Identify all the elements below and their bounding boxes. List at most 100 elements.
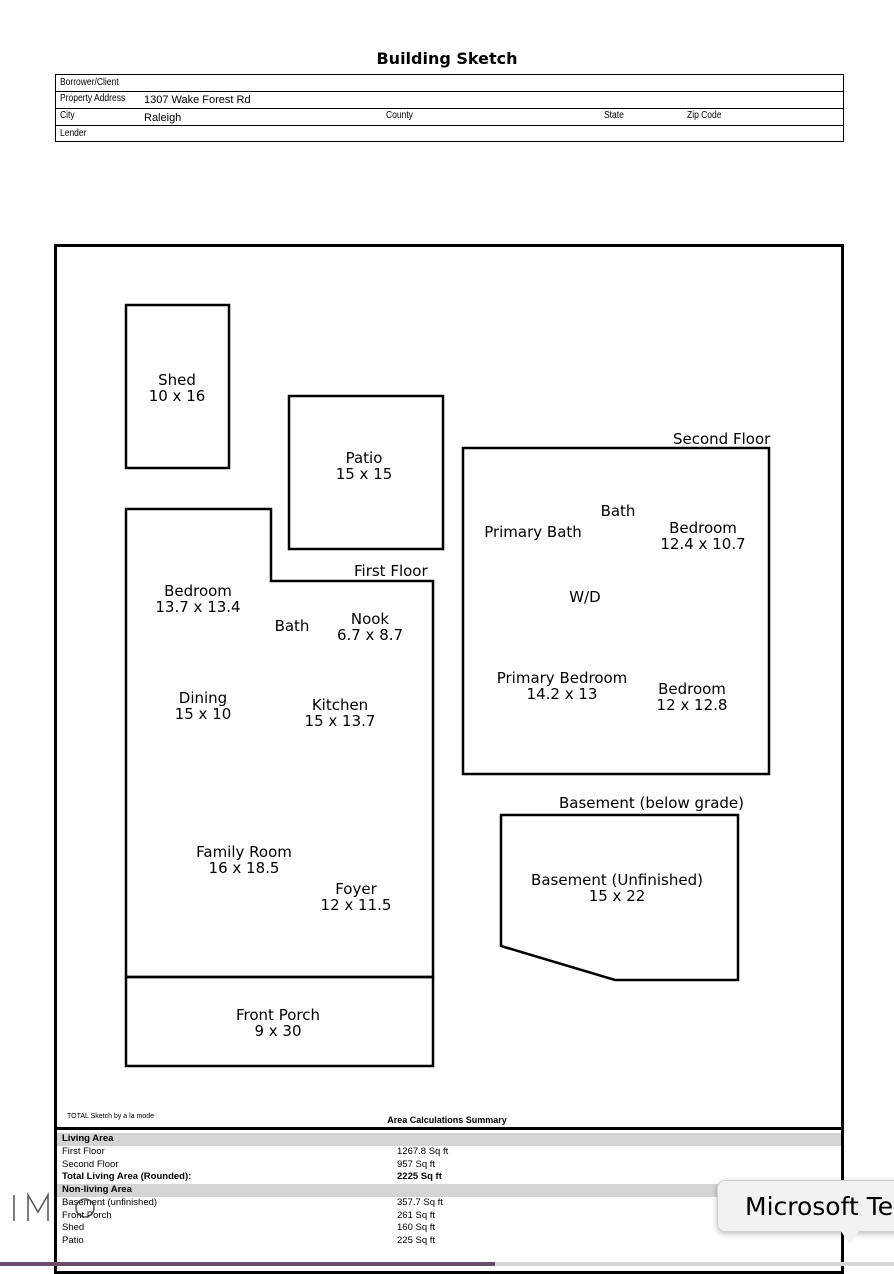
room-name: Shed xyxy=(158,371,196,389)
room-dims: 13.7 x 13.4 xyxy=(155,598,241,616)
room-dims: 12 x 12.8 xyxy=(656,696,728,714)
room-dims: 16 x 18.5 xyxy=(208,859,280,877)
address-row: Property Address 1307 Wake Forest Rd xyxy=(56,92,843,109)
room-name: Family Room xyxy=(196,843,292,861)
page-title: Building Sketch xyxy=(376,49,518,68)
room-basement: Basement (Unfinished) 15 x 22 xyxy=(531,872,703,904)
patio-outline xyxy=(287,394,445,551)
room-dims: 15 x 15 xyxy=(335,465,393,483)
watermark-logo-icon xyxy=(13,1192,95,1221)
room-dims: 9 x 30 xyxy=(254,1022,302,1040)
area-name: Shed xyxy=(62,1222,85,1233)
area-value: 357.7 Sq ft xyxy=(397,1197,443,1208)
room-bath-first-floor: Bath xyxy=(275,618,310,634)
room-name: Bath xyxy=(274,617,310,635)
city-label: City xyxy=(60,110,75,121)
property-info-table: Borrower/Client Property Address 1307 Wa… xyxy=(55,74,844,142)
room-name: Bedroom xyxy=(658,680,726,698)
county-label: County xyxy=(386,110,413,121)
room-primary-bath: Primary Bath xyxy=(484,524,582,540)
room-name: Foyer xyxy=(335,880,377,898)
area-value: 2225 Sq ft xyxy=(397,1171,442,1182)
area-value: 261 Sq ft xyxy=(397,1209,436,1221)
property-address-value: 1307 Wake Forest Rd xyxy=(144,94,251,106)
zip-code-label: Zip Code xyxy=(687,110,722,121)
room-name: Dining xyxy=(178,689,228,707)
second-floor-outline xyxy=(461,446,771,776)
property-address-label: Property Address xyxy=(60,93,126,104)
summary-row: First Floor 1267.8 Sq ft xyxy=(57,1146,841,1159)
room-bedroom-second-floor-1: Bedroom 12.4 x 10.7 xyxy=(660,520,745,552)
room-name: W/D xyxy=(569,588,601,606)
state-label: State xyxy=(604,110,624,121)
room-bedroom-first-floor: Bedroom 13.7 x 13.4 xyxy=(155,583,240,615)
living-area-header: Living Area xyxy=(57,1133,841,1146)
room-dims: 12 x 11.5 xyxy=(320,896,392,914)
city-row: City Raleigh County State Zip Code xyxy=(56,109,843,126)
city-value: Raleigh xyxy=(144,112,182,124)
non-living-area-header: Non-living Area xyxy=(57,1184,841,1197)
tooltip: Microsoft Te xyxy=(717,1180,894,1232)
room-bedroom-second-floor-2: Bedroom 12 x 12.8 xyxy=(657,681,728,713)
room-dims: 14.2 x 13 xyxy=(526,685,598,703)
lender-label: Lender xyxy=(60,128,87,139)
second-floor-label: Second Floor xyxy=(673,430,771,448)
room-name: Nook xyxy=(350,610,390,628)
summary-row: Patio 225 Sq ft xyxy=(57,1235,841,1248)
room-wd: W/D xyxy=(569,589,600,605)
room-shed: Shed 10 x 16 xyxy=(149,372,206,404)
room-bath-second-floor: Bath xyxy=(601,503,636,519)
area-name: Total Living Area (Rounded): xyxy=(62,1171,192,1182)
room-name: Front Porch xyxy=(236,1006,320,1024)
room-name: Bath xyxy=(600,502,636,520)
room-primary-bedroom: Primary Bedroom 14.2 x 13 xyxy=(497,670,628,702)
room-kitchen: Kitchen 15 x 13.7 xyxy=(305,697,376,729)
room-name: Patio xyxy=(345,449,383,467)
borrower-label: Borrower/Client xyxy=(60,77,119,88)
summary-row: Front Porch 261 Sq ft xyxy=(57,1210,841,1223)
room-patio: Patio 15 x 15 xyxy=(336,450,393,482)
room-name: Bedroom xyxy=(669,519,737,537)
summary-row: Second Floor 957 Sq ft xyxy=(57,1159,841,1172)
sketch-credit: TOTAL Sketch by a la mode xyxy=(67,1113,155,1120)
room-dims: 15 x 10 xyxy=(174,705,232,723)
room-name: Basement (Unfinished) xyxy=(531,871,703,889)
room-dining: Dining 15 x 10 xyxy=(175,690,232,722)
area-value: 160 Sq ft xyxy=(397,1222,436,1233)
room-dims: 15 x 13.7 xyxy=(304,712,376,730)
tooltip-arrow xyxy=(840,1230,860,1244)
basement-floor-label: Basement (below grade) xyxy=(559,794,744,812)
area-name: Front Porch xyxy=(62,1209,112,1221)
area-name: First Floor xyxy=(62,1146,105,1157)
shed-outline xyxy=(124,303,231,470)
area-summary-title: Area Calculations Summary xyxy=(387,1115,507,1125)
bottom-scrollbar-thumb[interactable] xyxy=(0,1262,495,1266)
summary-row: Shed 160 Sq ft xyxy=(57,1222,841,1235)
area-name: Basement (unfinished) xyxy=(62,1197,158,1208)
room-family-room: Family Room 16 x 18.5 xyxy=(196,844,292,876)
area-name: Second Floor xyxy=(62,1158,119,1170)
room-name: Primary Bath xyxy=(484,523,582,541)
borrower-row: Borrower/Client xyxy=(56,75,843,92)
room-front-porch: Front Porch 9 x 30 xyxy=(236,1007,320,1039)
total-living-row: Total Living Area (Rounded): 2225 Sq ft xyxy=(57,1171,841,1184)
area-summary-table: Living Area First Floor 1267.8 Sq ft Sec… xyxy=(57,1127,841,1270)
room-name: Primary Bedroom xyxy=(496,669,628,687)
room-dims: 15 x 22 xyxy=(588,887,646,905)
room-name: Kitchen xyxy=(311,696,369,714)
room-nook: Nook 6.7 x 8.7 xyxy=(337,611,403,643)
lender-row: Lender xyxy=(56,126,843,143)
area-value: 225 Sq ft xyxy=(397,1234,436,1246)
room-dims: 6.7 x 8.7 xyxy=(336,626,404,644)
area-value: 957 Sq ft xyxy=(397,1158,436,1170)
area-name: Patio xyxy=(62,1234,84,1246)
room-name: Bedroom xyxy=(164,582,232,600)
summary-row: Basement (unfinished) 357.7 Sq ft xyxy=(57,1197,841,1210)
area-value: 1267.8 Sq ft xyxy=(397,1146,449,1157)
room-foyer: Foyer 12 x 11.5 xyxy=(321,881,392,913)
first-floor-label: First Floor xyxy=(354,562,428,580)
room-dims: 10 x 16 xyxy=(148,387,206,405)
room-dims: 12.4 x 10.7 xyxy=(660,535,746,553)
front-porch-outline xyxy=(124,975,435,1068)
